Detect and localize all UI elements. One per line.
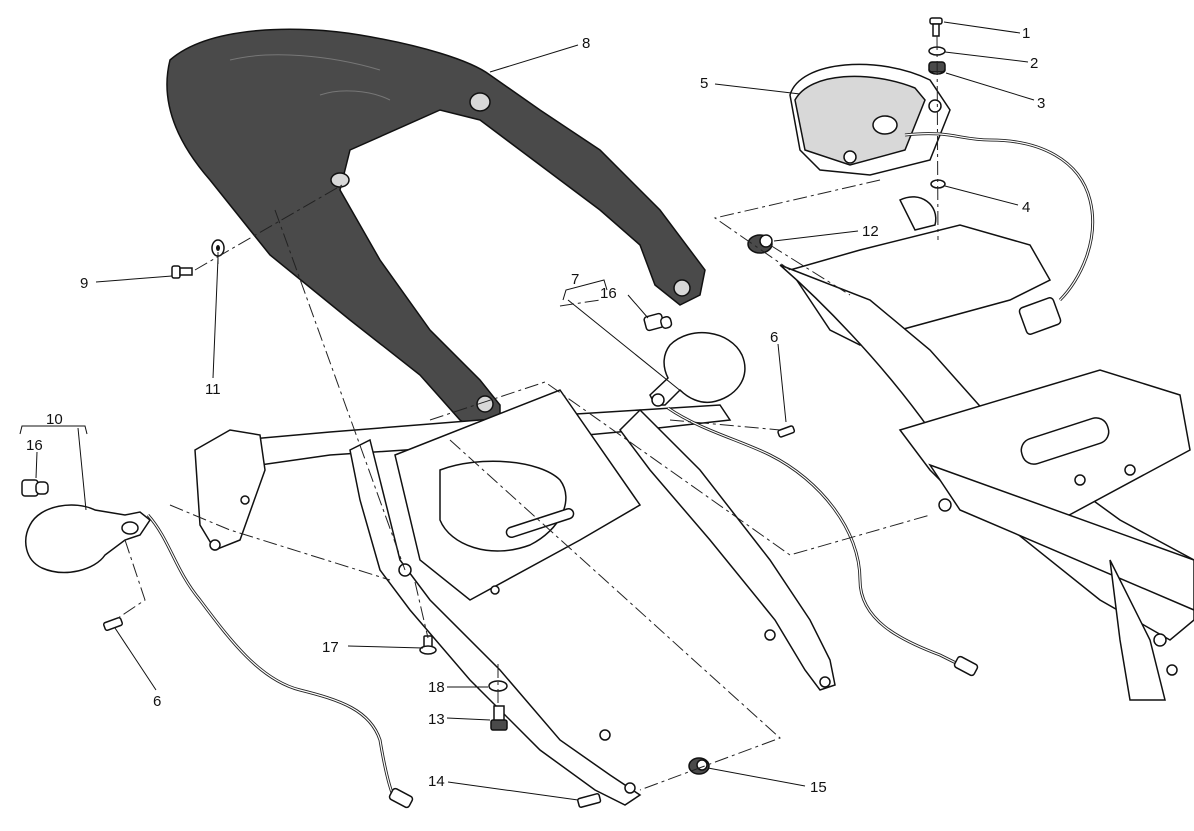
- callout-3: 3: [1037, 95, 1045, 112]
- screw-6-left: [102, 616, 124, 632]
- grommet-15: [688, 757, 710, 775]
- callout-16-left: 16: [26, 437, 43, 454]
- right-turn-indicator: [649, 331, 979, 677]
- screw-9: [171, 265, 193, 279]
- callout-6-left: 6: [153, 693, 161, 710]
- callout-4: 4: [1022, 199, 1030, 216]
- callout-labels: 1 2 3 4 5 6 6 7 8 9 10 11 12 13 14 15 16…: [26, 25, 1045, 796]
- callout-15: 15: [810, 779, 827, 796]
- leader-lines: [19, 21, 1035, 801]
- rear-subframe: [779, 196, 1194, 701]
- assembly-lines: [114, 35, 939, 791]
- callout-14: 14: [428, 773, 445, 790]
- screw-1: [929, 17, 943, 37]
- callout-7: 7: [571, 271, 579, 288]
- callout-5: 5: [700, 75, 708, 92]
- callout-11: 11: [205, 381, 221, 398]
- callout-12: 12: [862, 223, 879, 240]
- callout-17: 17: [322, 639, 339, 656]
- bulb-16-left: [21, 479, 49, 497]
- callout-8: 8: [582, 35, 590, 52]
- rear-mudguard: [166, 28, 706, 433]
- washer-11: [211, 239, 225, 257]
- tail-frame: [194, 389, 836, 806]
- tail-light: [789, 63, 1095, 335]
- callout-10: 10: [46, 411, 63, 428]
- grommet-12: [747, 234, 773, 254]
- bulb-16-right: [643, 312, 673, 332]
- screw-13: [490, 705, 508, 731]
- callout-2: 2: [1030, 55, 1038, 72]
- left-turn-indicator: [25, 504, 414, 809]
- screw-17: [419, 635, 437, 655]
- callout-13: 13: [428, 711, 445, 728]
- callout-1: 1: [1022, 25, 1030, 42]
- screw-6-right: [777, 425, 796, 438]
- screw-14: [577, 792, 602, 808]
- callout-16-right: 16: [600, 285, 617, 302]
- callout-6-right: 6: [770, 329, 778, 346]
- callout-18: 18: [428, 679, 445, 696]
- callout-9: 9: [80, 275, 88, 292]
